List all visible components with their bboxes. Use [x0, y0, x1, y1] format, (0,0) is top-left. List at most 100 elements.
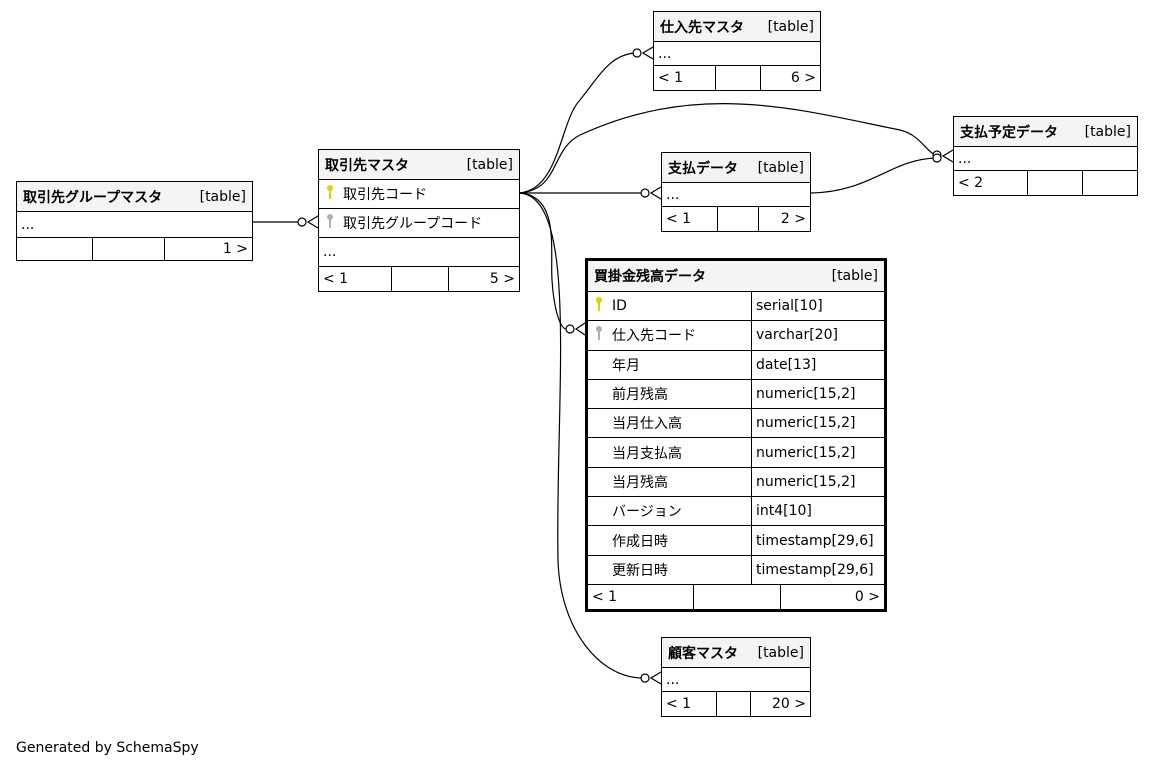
- table-torihikisaki-group[interactable]: 取引先グループマスタ[table]...1 >: [16, 181, 253, 261]
- table-name[interactable]: 買掛金残高データ: [594, 269, 706, 285]
- parent-count: < 1: [666, 211, 692, 227]
- table-name[interactable]: 支払予定データ: [960, 124, 1058, 141]
- column-row[interactable]: 取引先コード: [319, 180, 519, 209]
- table-kokyaku[interactable]: 顧客マスタ [table]... < 1 20 >: [661, 637, 811, 717]
- column-name-cell: ...: [17, 212, 252, 237]
- column-name-cell: ...: [319, 238, 519, 266]
- column-row[interactable]: 当月残高 numeric[15,2]: [588, 467, 884, 498]
- edge-torihikisaki-to-shiharai: [519, 186, 662, 200]
- parent-count: < 1: [666, 696, 692, 712]
- table-footer: < 1 5 >: [319, 267, 519, 291]
- column-row[interactable]: ...: [662, 668, 810, 692]
- column-type: numeric[15,2]: [751, 438, 884, 467]
- column-name-cell: ...: [954, 147, 1137, 170]
- table-name[interactable]: 取引先グループマスタ: [23, 189, 163, 206]
- column-name: 当月仕入高: [612, 416, 682, 433]
- column-name: ID: [612, 298, 627, 315]
- column-name-cell: 更新日時: [588, 556, 751, 584]
- column-type: date[13]: [751, 350, 884, 379]
- child-count: 6 >: [760, 66, 820, 90]
- column-row[interactable]: 取引先グループコード: [319, 209, 519, 238]
- table-torihikisaki[interactable]: 取引先マスタ [table] 取引先コード取引先グループコード... < 1 5 >: [318, 149, 520, 292]
- column-name-cell: 仕入先コード: [588, 321, 751, 349]
- column-count: [693, 584, 780, 609]
- table-name[interactable]: 顧客マスタ: [668, 645, 738, 662]
- column-name-cell: ...: [662, 183, 810, 206]
- column-name: バージョン: [612, 504, 682, 521]
- column-type: timestamp[29,6]: [751, 526, 884, 555]
- column-name: ...: [958, 150, 972, 167]
- table-type-label: [table]: [466, 156, 513, 173]
- column-row[interactable]: ...: [662, 183, 810, 207]
- column-name: 当月残高: [612, 474, 668, 491]
- column-row[interactable]: 年月 date[13]: [588, 350, 884, 380]
- column-row[interactable]: ...: [319, 238, 519, 267]
- column-row[interactable]: ID serial[10]: [588, 292, 884, 322]
- parent-count: < 2: [958, 175, 984, 191]
- table-header[interactable]: 取引先グループマスタ [table]: [17, 182, 252, 212]
- table-type-label: [table]: [757, 644, 804, 661]
- column-name: 更新日時: [612, 562, 668, 579]
- child-count: 5 >: [448, 267, 519, 291]
- column-name: 年月: [612, 357, 640, 374]
- column-row[interactable]: ...: [654, 42, 820, 66]
- column-name-cell: 当月支払高: [588, 438, 751, 466]
- column-name-cell: 取引先コード: [319, 180, 519, 208]
- primary-key-icon: [592, 296, 606, 316]
- table-type-label: [table]: [767, 18, 814, 35]
- table-name[interactable]: 取引先マスタ: [325, 157, 409, 174]
- column-row[interactable]: ...: [17, 212, 252, 238]
- table-header[interactable]: 顧客マスタ [table]: [662, 638, 810, 668]
- table-name[interactable]: 仕入先マスタ: [660, 19, 744, 36]
- column-row[interactable]: バージョン int4[10]: [588, 497, 884, 527]
- table-header[interactable]: 仕入先マスタ [table]: [654, 12, 820, 42]
- table-name[interactable]: 支払データ: [668, 160, 738, 177]
- parent-count: < 1: [323, 271, 349, 287]
- column-name: 取引先グループコード: [343, 216, 483, 232]
- column-name-cell: 取引先グループコード: [319, 209, 519, 237]
- table-header[interactable]: 支払データ [table]: [662, 153, 810, 183]
- column-name: ...: [666, 671, 680, 688]
- table-header[interactable]: 取引先マスタ [table]: [319, 150, 519, 180]
- column-name-cell: ...: [654, 42, 820, 65]
- table-type-label: [table]: [831, 268, 878, 284]
- column-type: numeric[15,2]: [751, 467, 884, 497]
- table-header[interactable]: 買掛金残高データ [table]: [588, 261, 884, 292]
- column-count: [715, 66, 760, 90]
- edge-torihikisaki-to-kaikake: [518, 192, 586, 336]
- table-type-label: [table]: [199, 188, 246, 205]
- table-footer: < 1 20 >: [662, 692, 810, 716]
- column-name-cell: バージョン: [588, 497, 751, 525]
- column-name: 仕入先コード: [612, 328, 696, 345]
- table-shiharai-yotei[interactable]: 支払予定データ [table]... < 2: [953, 116, 1138, 196]
- column-type: int4[10]: [751, 497, 884, 526]
- generated-by-credit: Generated by SchemaSpy: [16, 740, 199, 756]
- child-count: 20 >: [750, 692, 810, 716]
- column-row[interactable]: ...: [954, 147, 1137, 171]
- table-shiharai[interactable]: 支払データ [table]... < 1 2 >: [661, 152, 811, 232]
- column-name-cell: 当月残高: [588, 468, 751, 496]
- table-type-label: [table]: [757, 159, 804, 176]
- column-name-cell: ...: [662, 668, 810, 691]
- column-type: serial[10]: [751, 292, 884, 321]
- child-count: [1082, 171, 1137, 195]
- edge-shiharai-to-shiharai-yotei: [810, 153, 942, 194]
- edge-group-to-torihikisaki: [253, 215, 319, 229]
- foreign-key-icon: [592, 325, 606, 345]
- parent-count: [17, 238, 92, 260]
- column-name: ...: [323, 244, 337, 260]
- foreign-key-icon: [323, 213, 337, 233]
- child-count: 2 >: [758, 207, 810, 231]
- table-header[interactable]: 支払予定データ [table]: [954, 117, 1137, 147]
- table-type-label: [table]: [1084, 123, 1131, 140]
